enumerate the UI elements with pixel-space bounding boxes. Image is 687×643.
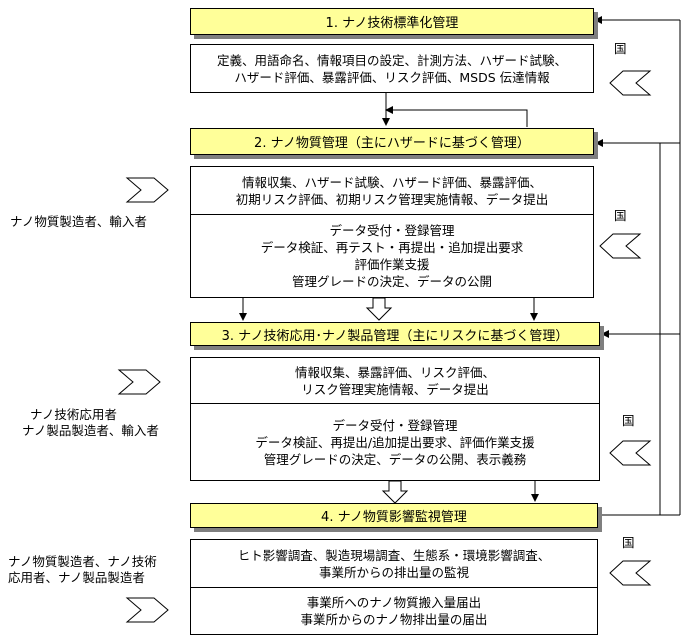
actor-chevron-1 xyxy=(125,177,169,203)
step2-upper-line: 初期リスク評価、初期リスク管理実施情報、データ提出 xyxy=(235,191,549,207)
gov-label-1: 国 xyxy=(614,41,627,56)
step2-lower-line: 評価作業支援 xyxy=(354,257,430,272)
gov-label-4: 国 xyxy=(622,535,635,550)
step3-lower-line: データ受付・登録管理 xyxy=(332,417,458,433)
actor-label-tech-users-1: ナノ技術応用者 xyxy=(30,407,117,422)
gov-chevron-4 xyxy=(609,560,652,586)
step4-upper: ヒト影響調査、製造現場調査、生態系・環境影響調査、 事業所からの排出量の監視 xyxy=(191,540,597,587)
step3-upper: 情報収集、暴露評価、リスク評価、 リスク管理実施情報、データ提出 xyxy=(191,358,599,403)
step4-upper-line: ヒト影響調査、製造現場調査、生態系・環境影響調査、 xyxy=(237,547,551,563)
step2-content: 情報収集、ハザード試験、ハザード評価、暴露評価、 初期リスク評価、初期リスク管理… xyxy=(190,166,594,298)
step2-upper-line: 情報収集、ハザード試験、ハザード評価、暴露評価、 xyxy=(241,174,542,190)
step4-title: 4. ナノ物質影響監視管理 xyxy=(190,503,598,528)
step3-lower-line: 管理グレードの決定、データの公開、表示義務 xyxy=(263,451,527,467)
step2-lower-line: データ受付・登録管理 xyxy=(329,223,455,238)
hollow-arrow-3-4 xyxy=(381,480,409,504)
step3-lower-line: データ検証、再提出/追加提出要求、評価作業支援 xyxy=(255,434,535,450)
step3-upper-line: リスク管理実施情報、データ提出 xyxy=(301,381,489,397)
step4-content: ヒト影響調査、製造現場調査、生態系・環境影響調査、 事業所からの排出量の監視 事… xyxy=(190,539,598,635)
step4-lower-line: 事業所へのナノ物質搬入量届出 xyxy=(306,595,482,610)
step3-title-text: 3. ナノ技術応用･ナノ製品管理（主にリスクに基づく管理） xyxy=(221,328,569,344)
gov-chevron-1 xyxy=(609,70,652,96)
loop-line xyxy=(385,106,528,127)
step1-line: ハザード評価、暴露評価、リスク評価、MSDS 伝達情報 xyxy=(234,69,550,85)
step2-title: 2. ナノ物質管理（主にハザードに基づく管理） xyxy=(190,128,594,155)
step4-title-text: 4. ナノ物質影響監視管理 xyxy=(321,510,467,525)
step4-lower-line: 事業所からのナノ物排出量の届出 xyxy=(300,612,488,627)
step4-lower: 事業所へのナノ物質搬入量届出 事業所からのナノ物排出量の届出 xyxy=(191,588,597,634)
step4-upper-line: 事業所からの排出量の監視 xyxy=(318,564,469,580)
step2-upper: 情報収集、ハザード試験、ハザード評価、暴露評価、 初期リスク評価、初期リスク管理… xyxy=(191,167,593,214)
step1-title-text: 1. ナノ技術標準化管理 xyxy=(325,16,459,31)
step3-title: 3. ナノ技術応用･ナノ製品管理（主にリスクに基づく管理） xyxy=(190,322,600,346)
step1-title: 1. ナノ技術標準化管理 xyxy=(190,8,594,35)
step1-line: 定義、用語命名、情報項目の設定、計測方法、ハザード試験、 xyxy=(216,52,567,68)
actor-label-tech-users-2: ナノ製品製造者、輸入者 xyxy=(22,423,159,438)
actor-chevron-2 xyxy=(117,369,161,395)
step3-divider xyxy=(191,403,599,404)
gov-label-2: 国 xyxy=(614,208,627,223)
hollow-arrow-2-3 xyxy=(365,297,393,321)
step2-divider xyxy=(191,214,593,215)
step2-lower-line: 管理グレードの決定、データの公開 xyxy=(291,274,492,289)
step3-lower: データ受付・登録管理 データ検証、再提出/追加提出要求、評価作業支援 管理グレー… xyxy=(191,404,599,480)
gov-chevron-3 xyxy=(609,440,652,466)
actor-label-manufacturers: ナノ物質製造者、輸入者 xyxy=(10,214,147,229)
actor-label-monitoring-1: ナノ物質製造者、ナノ技術 xyxy=(8,554,157,569)
step3-upper-line: 情報収集、暴露評価、リスク評価、 xyxy=(294,364,495,380)
step3-content: 情報収集、暴露評価、リスク評価、 リスク管理実施情報、データ提出 データ受付・登… xyxy=(190,357,600,481)
gov-label-3: 国 xyxy=(622,413,635,428)
actor-chevron-3 xyxy=(125,597,169,623)
step2-lower-line: データ検証、再テスト・再提出・追加提出要求 xyxy=(260,240,524,255)
step1-content: 定義、用語命名、情報項目の設定、計測方法、ハザード試験、 ハザード評価、暴露評価… xyxy=(190,44,594,93)
step4-divider xyxy=(191,587,597,588)
step2-lower: データ受付・登録管理 データ検証、再テスト・再提出・追加提出要求 評価作業支援 … xyxy=(191,215,593,297)
step2-title-text: 2. ナノ物質管理（主にハザードに基づく管理） xyxy=(254,136,530,151)
gov-chevron-2 xyxy=(599,233,642,259)
actor-label-monitoring-2: 応用者、ナノ製品製造者 xyxy=(8,570,145,585)
